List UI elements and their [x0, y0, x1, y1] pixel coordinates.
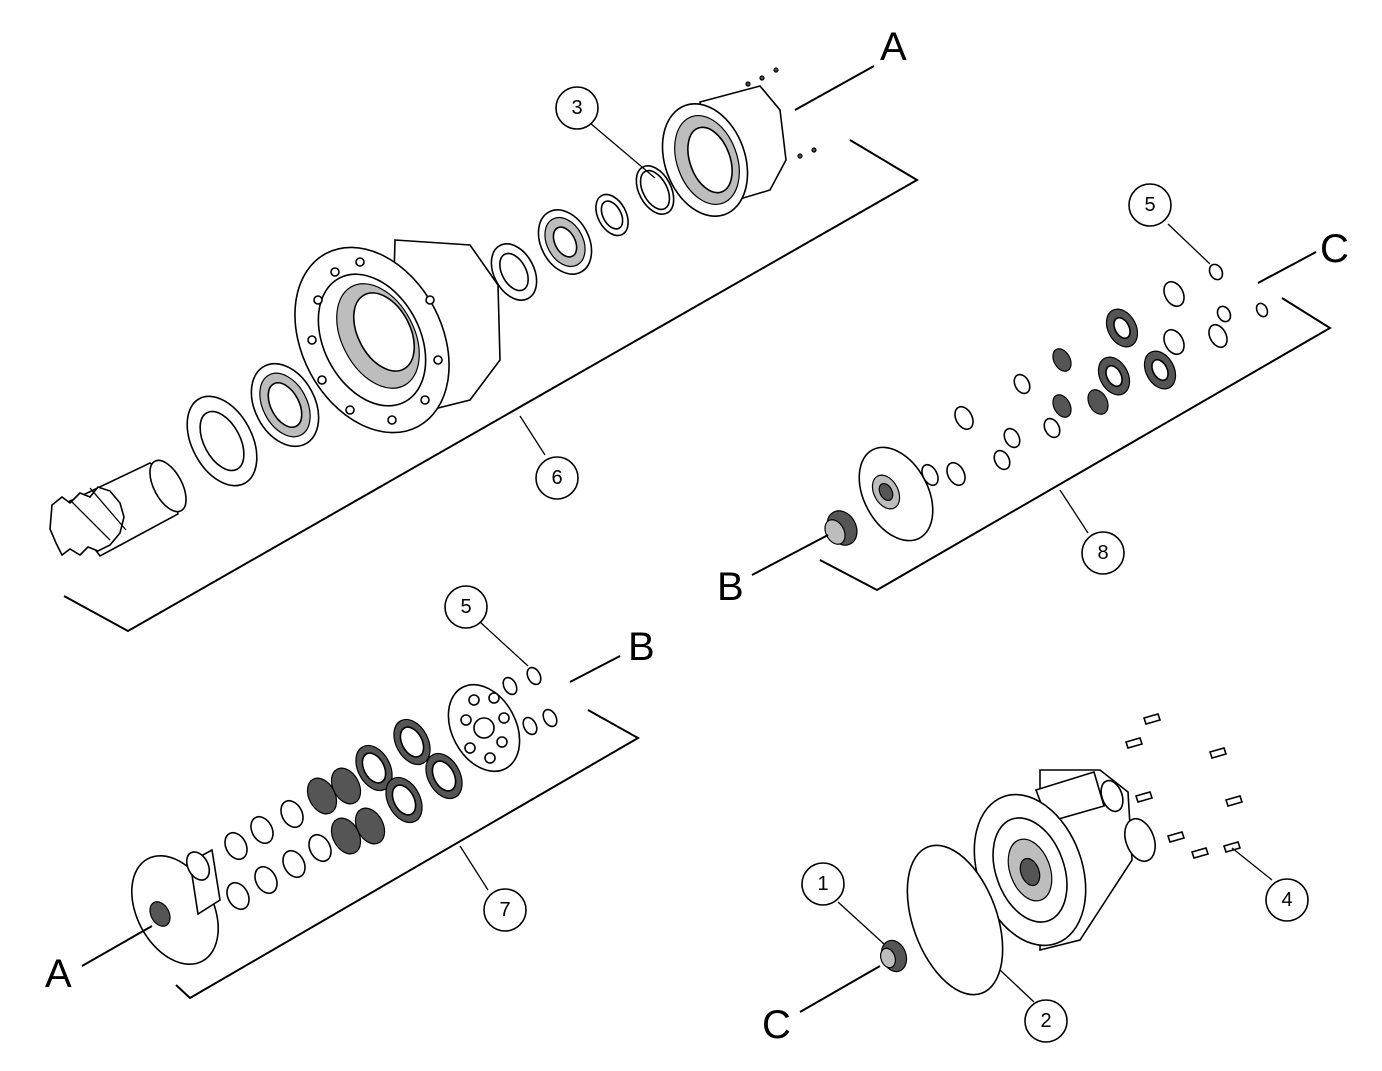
- output-bearing: [250, 362, 320, 448]
- planet-gear-8a: [1097, 356, 1131, 396]
- callout-7: 7: [483, 888, 527, 932]
- callout-5-upper-label: 5: [1144, 194, 1155, 216]
- housing-seal: [490, 243, 538, 301]
- callout-3-label: 3: [571, 97, 582, 119]
- bolts-4: [1124, 713, 1244, 859]
- planet-gears-7: [306, 718, 463, 855]
- drive-housing: [294, 239, 501, 434]
- planet-gear-8c: [1143, 350, 1177, 390]
- planet-gear-8b: [1105, 308, 1139, 348]
- spacer-ring: [595, 193, 629, 237]
- output-shaft: [49, 459, 187, 558]
- letter-c-right: C: [1320, 227, 1349, 271]
- callout-2: 2: [1024, 999, 1068, 1043]
- callout-3: 3: [555, 86, 599, 130]
- callout-5-upper: 5: [1128, 183, 1172, 227]
- callout-4-label: 4: [1281, 889, 1292, 911]
- letter-a-top: A: [880, 25, 907, 69]
- letter-b-left: B: [717, 565, 744, 609]
- callout-5-lower: 5: [444, 585, 488, 629]
- callout-6: 6: [535, 456, 579, 500]
- letter-b-right: B: [628, 625, 655, 669]
- carrier-plate-7: [447, 683, 521, 773]
- coupling-1: [879, 939, 908, 973]
- group-6-assembly: [49, 65, 919, 633]
- callout-7-label: 7: [499, 899, 510, 921]
- bracket-7: [175, 709, 641, 1000]
- ring-gear: [661, 67, 817, 217]
- letter-c-bottom: C: [762, 1003, 791, 1047]
- shaft-seal: [186, 395, 258, 487]
- callout-8: 8: [1081, 531, 1125, 575]
- callout-8-label: 8: [1097, 542, 1108, 564]
- sun-gear-b: [824, 510, 858, 546]
- bracket-8: [819, 297, 1332, 592]
- bracket-6: [63, 139, 919, 633]
- carrier-plate-8: [858, 446, 934, 542]
- motor-assembly: [799, 713, 1273, 1013]
- callout-5-lower-label: 5: [460, 596, 471, 618]
- callout-1: 1: [801, 862, 845, 906]
- group-7-assembly: [81, 621, 641, 1000]
- o-ring-2: [906, 844, 1004, 996]
- hydraulic-motor: [973, 769, 1156, 952]
- callout-1-label: 1: [817, 873, 828, 895]
- callout-2-label: 2: [1040, 1010, 1051, 1032]
- letter-a-bottom: A: [45, 952, 72, 996]
- inner-bearing: [537, 209, 593, 275]
- group-8-assembly: [751, 223, 1332, 592]
- callout-4: 4: [1265, 878, 1309, 922]
- carrier-a: [130, 848, 221, 966]
- callout-6-label: 6: [551, 467, 562, 489]
